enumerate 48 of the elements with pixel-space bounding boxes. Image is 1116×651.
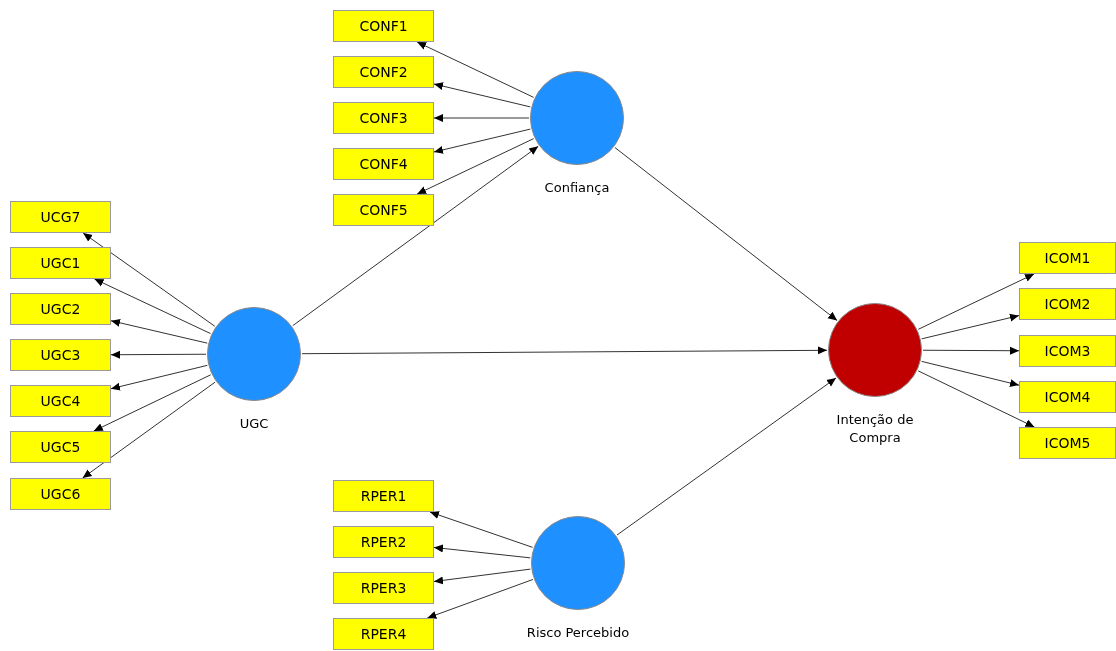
indicator-box: RPER3 [333, 572, 434, 604]
arrow [921, 313, 1020, 340]
arrow [416, 138, 535, 195]
indicator-box: UGC4 [10, 385, 111, 417]
arrow [93, 374, 212, 432]
indicator-box: ICOM2 [1019, 288, 1116, 320]
construct-label: UGC [238, 415, 270, 433]
indicator-box: CONF1 [333, 10, 434, 42]
indicator-box: ICOM1 [1019, 242, 1116, 274]
arrow [922, 346, 1020, 355]
construct-label: Risco Percebido [525, 624, 631, 642]
arrow [616, 377, 837, 536]
indicator-box: UGC6 [10, 478, 111, 510]
indicator-box: ICOM3 [1019, 335, 1116, 367]
arrow [433, 568, 531, 585]
arrow [110, 364, 208, 391]
arrow [110, 350, 207, 359]
arrow [301, 346, 828, 355]
indicator-box: UCG7 [10, 201, 111, 233]
arrow [433, 114, 530, 122]
arrow [292, 145, 539, 327]
indicator-box: ICOM5 [1019, 427, 1116, 459]
construct-label: Intenção de Compra [835, 411, 915, 447]
arrow [416, 41, 535, 98]
arrow [110, 318, 208, 344]
indicator-box: ICOM4 [1019, 381, 1116, 413]
arrow [82, 232, 216, 327]
arrow [82, 381, 216, 479]
arrow [917, 273, 1035, 330]
arrow [614, 147, 838, 321]
indicator-box: UGC3 [10, 339, 111, 371]
arrow [433, 128, 531, 154]
indicator-box: CONF5 [333, 194, 434, 226]
arrow [433, 544, 531, 559]
arrow [94, 278, 212, 335]
arrow [921, 360, 1020, 387]
indicator-box: UGC5 [10, 431, 111, 463]
indicator-box: UGC2 [10, 293, 111, 325]
indicator-box: UGC1 [10, 247, 111, 279]
arrow [917, 370, 1035, 428]
arrow [433, 82, 531, 108]
indicator-box: RPER1 [333, 480, 434, 512]
indicator-box: RPER4 [333, 618, 434, 650]
indicator-box: CONF2 [333, 56, 434, 88]
indicator-box: RPER2 [333, 526, 434, 558]
construct-label: Confiança [543, 179, 611, 197]
indicator-box: CONF3 [333, 102, 434, 134]
indicator-box: CONF4 [333, 148, 434, 180]
